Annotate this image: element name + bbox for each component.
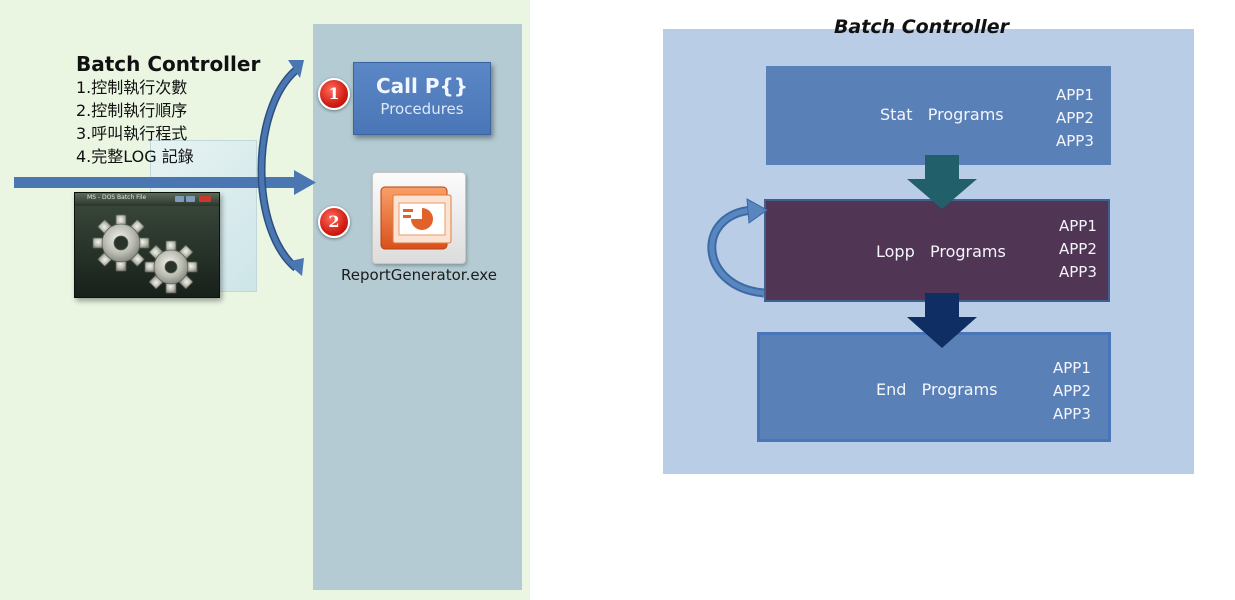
step-2-badge: 2 — [318, 206, 350, 238]
stage-label: Stat Programs — [880, 105, 1004, 124]
left-title: Batch Controller — [76, 52, 261, 76]
app-item: APP2 — [1059, 240, 1097, 258]
loop-programs-stage[interactable]: Lopp Programs APP1 APP2 APP3 — [764, 199, 1110, 302]
batch-window-title: MS - DOS Batch File — [87, 194, 147, 201]
call-procedures-title: Call P{} — [376, 74, 468, 98]
feature-item: 1.控制執行次數 — [76, 78, 188, 97]
close-icon — [199, 196, 211, 202]
loop-arrow-icon — [707, 198, 768, 298]
call-procedures-button[interactable]: Call P{} Procedures — [353, 62, 491, 135]
app-item: APP1 — [1053, 359, 1091, 377]
curved-arrow-icon — [257, 60, 304, 276]
app-item: APP1 — [1056, 86, 1094, 104]
step-1-badge: 1 — [318, 78, 350, 110]
minimize-icon — [175, 196, 184, 202]
app-item: APP3 — [1053, 405, 1091, 423]
stage-label: End Programs — [876, 380, 998, 399]
left-arrows — [14, 60, 316, 276]
batch-window-titlebar: MS - DOS Batch File — [75, 193, 219, 206]
gears-icon — [92, 214, 198, 294]
end-programs-stage[interactable]: End Programs APP1 APP2 APP3 — [757, 332, 1111, 442]
powerpoint-glyph — [380, 186, 452, 250]
app-item: APP3 — [1059, 263, 1097, 281]
feature-item: 3.呼叫執行程式 — [76, 124, 188, 143]
stat-programs-stage[interactable]: Stat Programs APP1 APP2 APP3 — [766, 66, 1111, 165]
feature-list: 1.控制執行次數 2.控制執行順序 3.呼叫執行程式 4.完整LOG 記錄 — [76, 76, 194, 168]
app-list: APP1 APP2 APP3 — [1059, 215, 1097, 284]
right-title: Batch Controller — [833, 16, 1010, 38]
down-arrow-icon — [907, 155, 977, 209]
feature-item: 4.完整LOG 記錄 — [76, 147, 194, 166]
app-item: APP1 — [1059, 217, 1097, 235]
app-item: APP2 — [1053, 382, 1091, 400]
flow-arrows — [707, 155, 977, 348]
app-list: APP1 APP2 APP3 — [1056, 84, 1094, 153]
horizontal-arrow-icon — [14, 170, 316, 195]
down-arrow-icon — [907, 293, 977, 348]
maximize-icon — [186, 196, 195, 202]
app-item: APP2 — [1056, 109, 1094, 127]
call-procedures-subtitle: Procedures — [380, 100, 464, 118]
powerpoint-icon[interactable] — [372, 172, 466, 264]
report-generator-label: ReportGenerator.exe — [341, 266, 497, 284]
stage-label: Lopp Programs — [876, 242, 1006, 261]
batch-file-icon[interactable]: MS - DOS Batch File — [74, 192, 220, 298]
app-list: APP1 APP2 APP3 — [1053, 357, 1091, 426]
feature-item: 2.控制執行順序 — [76, 101, 188, 120]
app-item: APP3 — [1056, 132, 1094, 150]
